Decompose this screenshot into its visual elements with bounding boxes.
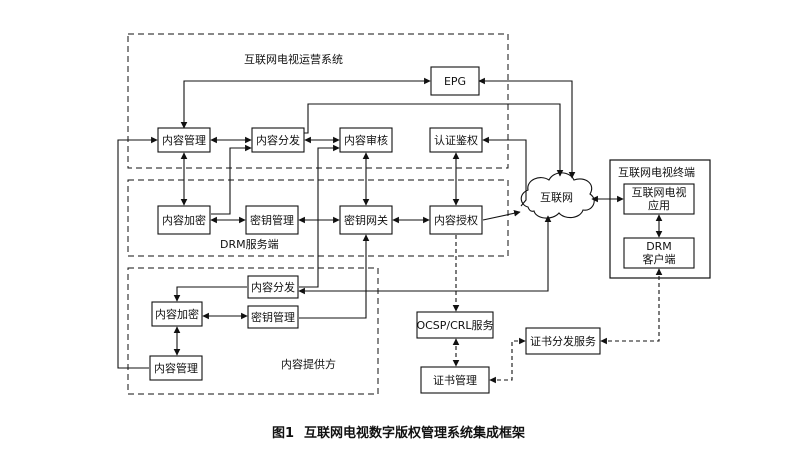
figure-title: 互联网电视数字版权管理系统集成框架 — [304, 425, 525, 441]
op-auth-label: 认证鉴权 — [434, 134, 478, 147]
drm-key-gateway-label: 密钥网关 — [344, 213, 388, 227]
region-operator-label: 互联网电视运营系统 — [244, 52, 343, 66]
edge-dist-internet — [304, 103, 564, 177]
op-content-management-label: 内容管理 — [162, 133, 206, 147]
tv-app-label-line1: 互联网电视 — [632, 185, 687, 199]
cp-encrypt-box — [151, 301, 203, 327]
epg-box — [430, 66, 480, 96]
op-content-audit-box — [339, 127, 393, 153]
edge-epg-internet — [478, 77, 576, 179]
edge-authorize-internet — [482, 210, 521, 221]
internet-label: 互联网 — [540, 191, 573, 204]
edge-cpkey-gateway — [299, 234, 370, 319]
op-content-audit-label: 内容审核 — [344, 133, 388, 147]
region-provider-label: 内容提供方 — [281, 357, 336, 371]
cert-management-box — [420, 366, 490, 394]
drm-encrypt-label: 内容加密 — [162, 213, 206, 227]
region-terminal-label: 互联网电视终端 — [618, 165, 695, 179]
cp-content-distribution-label: 内容分发 — [251, 280, 295, 294]
drm-client-label-line1: DRM — [646, 240, 672, 253]
edge-certdist-drmclient — [600, 268, 663, 345]
edge-certmgmt-certdist — [489, 337, 526, 384]
op-content-distribution-box — [251, 127, 305, 153]
cp-encrypt-label: 内容加密 — [155, 307, 199, 321]
op-content-distribution-label: 内容分发 — [256, 133, 300, 147]
tv-app-box — [623, 183, 695, 215]
drm-authorize-label: 内容授权 — [434, 213, 478, 227]
cert-distribution-label: 证书分发服务 — [530, 334, 596, 348]
edge-cpdist-encrypt — [173, 286, 247, 302]
drm-key-management-label: 密钥管理 — [250, 213, 294, 227]
cp-key-management-label: 密钥管理 — [251, 310, 295, 324]
region-content-provider — [127, 267, 379, 395]
edge-cpdist-audit — [299, 144, 340, 288]
edge-cpmgmt-opmgmt — [117, 136, 158, 369]
drm-encrypt-box — [157, 205, 211, 235]
cp-content-management-box — [149, 355, 203, 381]
ocsp-crl-label: OCSP/CRL服务 — [416, 319, 493, 332]
cp-content-distribution-box — [247, 275, 299, 299]
edge-encrypt-dist — [211, 144, 252, 215]
cert-management-label: 证书管理 — [433, 373, 477, 387]
region-drm-label: DRM服务端 — [220, 238, 279, 251]
cert-distribution-box — [525, 327, 601, 355]
figure-number: 图1 — [272, 426, 294, 441]
cp-content-management-label: 内容管理 — [154, 361, 198, 375]
tv-app-label-line2: 应用 — [648, 198, 670, 212]
op-content-management-box — [157, 127, 211, 153]
drm-client-label-line2: 客户端 — [643, 252, 676, 266]
drm-key-management-box — [245, 205, 299, 235]
cp-key-management-box — [247, 305, 299, 329]
edge-auth-internet — [482, 136, 527, 207]
edge-cpdist-internet — [298, 215, 552, 295]
edge-mgmt-epg — [180, 77, 431, 129]
ocsp-crl-box — [416, 311, 494, 339]
op-auth-box — [429, 127, 483, 153]
epg-label: EPG — [444, 75, 466, 88]
drm-client-box — [623, 237, 695, 269]
